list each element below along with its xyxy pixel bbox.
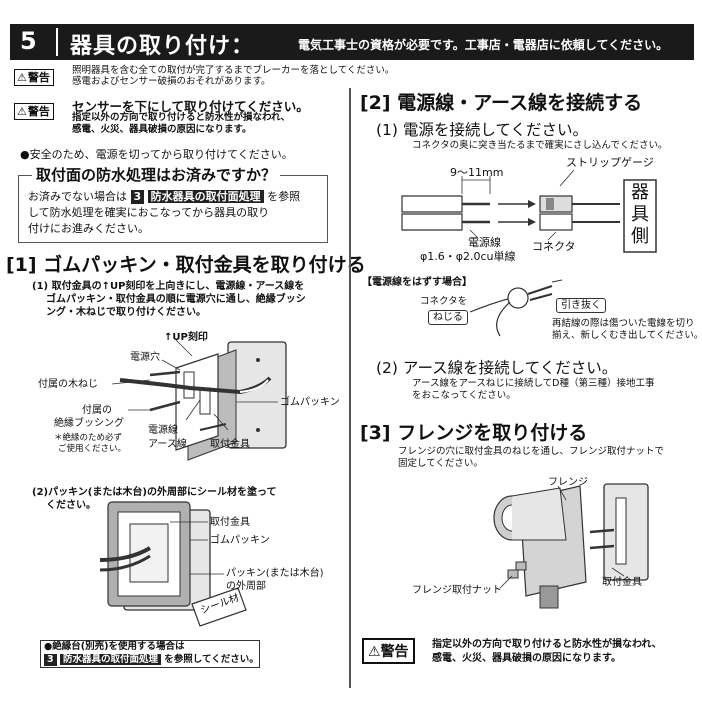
section-1-title: [1] ゴムパッキン・取付金具を取り付ける [6, 254, 366, 276]
section-number: 5 [20, 27, 37, 55]
bushing-label-2: 絶縁ブッシング [54, 418, 124, 429]
bushing-note-2: ご使用ください。 [58, 444, 127, 454]
note-box [40, 640, 260, 668]
flange-diagram [493, 483, 649, 609]
waterproof-title: 取付面の防水処理はお済みですか？ [32, 164, 281, 185]
waterproof-line-3: 付けにお進みください。 [28, 222, 149, 235]
section-2-sub-1: (1) 電源を接続してください。 [376, 121, 588, 139]
flange-line-2: 固定してください。 [398, 458, 483, 469]
twist-label-2: ねじる [428, 310, 468, 325]
warning-1-line-1: 照明器具を含む全ての取付が完了するまでブレーカーを落としてください。 [72, 65, 395, 76]
bracket-label-2: 取付金具 [210, 517, 250, 528]
section-subtitle: 電気工事士の資格が必要です。工事店・電器店に依頼してください。 [298, 38, 669, 52]
flange-line-1: フレンジの穴に取付金具のねじを通し、フレンジ取付ナットで [398, 446, 665, 457]
packing-label-2: ゴムパッキン [210, 535, 270, 546]
pull-label: 引き抜く [556, 298, 606, 313]
wire-label: 電源線 [468, 236, 501, 249]
section-2-title: [2] 電源線・アース線を接続する [360, 92, 643, 114]
section-title: 器具の取り付け： [70, 34, 255, 59]
remove-note-2: 揃え、新しくむき出してください。 [552, 330, 702, 341]
up-mark-label: ↑UP刻印 [164, 332, 208, 343]
ref-number: 3 [130, 190, 145, 204]
bushing-label-1: 付属の [82, 405, 112, 416]
warning-1-line-2: 感電およびセンサー破損のおそれがあります。 [72, 76, 271, 87]
warning-triangle-icon: ⚠ [17, 105, 27, 118]
fixture-side-label: 器 具 側 [631, 182, 649, 247]
step-2-line-1: (2)パッキン(または木台)の外周部にシール材を塗って [32, 487, 277, 498]
length-label: 9～11mm [450, 166, 504, 179]
column-divider [349, 88, 351, 688]
header-divider [56, 28, 58, 56]
waterproof-line-2: して防水処理を確実におこなってから器具の取り [28, 206, 270, 219]
bushing-note-1: ＊絶縁のため必ず [54, 433, 123, 443]
step-1-line-1: (1) 取付金具の↑UP刻印を上向きにし、電源線・アース線を [32, 281, 305, 292]
warning-2-line-2: 感電、火災、器具破損の原因になります。 [72, 124, 252, 135]
note-ref-label[interactable]: 防水器具の取付面処理 [59, 654, 161, 665]
remove-title: 【電源線をはずす場合】 [362, 277, 472, 288]
warning-badge-2: ⚠警告 [14, 100, 54, 120]
earth-line-2: をおこなってください。 [412, 390, 516, 401]
flange-bracket-label: 取付金具 [602, 577, 642, 588]
note-line-1: ●絶縁台(別売)を使用する場合は [44, 641, 185, 652]
power-wire-label: 電源線 [148, 425, 178, 436]
twist-label-1: コネクタを [420, 296, 468, 307]
strip-gauge-label: ストリップゲージ [566, 156, 654, 169]
warning-2-line-1: 指定以外の方向で取り付けると防水性が損なわれ、 [72, 112, 291, 123]
packing-label: ゴムパッキン [280, 397, 340, 408]
warning-triangle-icon: ⚠ [368, 644, 381, 660]
step-1-line-3: ング・木ねじで取り付けください。 [46, 307, 206, 318]
flange-label: フレンジ [548, 477, 588, 488]
waterproof-line-1: お済みでない場合は 3 防水器具の取付面処理 を参照 [28, 190, 301, 204]
outer-label-1: パッキン(または木台) [226, 568, 324, 579]
ref-label[interactable]: 防水器具の取付面処理 [147, 190, 264, 203]
hole-label: 電源穴 [130, 352, 160, 363]
wire-diagram [401, 169, 620, 241]
flange-nut-label: フレンジ取付ナット [412, 585, 502, 596]
section-header: 5 器具の取り付け： 電気工事士の資格が必要です。工事店・電器店に依頼してくださ… [10, 24, 694, 60]
warning-2-title: センサーを下にして取り付けてください。 [72, 99, 309, 114]
bracket-label: 取付金具 [210, 439, 250, 450]
connector-label: コネクタ [532, 240, 576, 253]
bottom-warning-badge: ⚠警告 [362, 638, 415, 664]
earth-wire-label: アース線 [148, 439, 187, 450]
fixture-side-box [623, 179, 657, 253]
step-1-line-2: ゴムパッキン・取付金具の順に電源穴に通し、絶縁ブッシ [46, 294, 306, 305]
step-2-line-2: ください。 [46, 500, 96, 511]
remove-note-1: 再結線の際は傷ついた電線を切り [552, 318, 695, 329]
bottom-warning-line-1: 指定以外の方向で取り付けると防水性が損なわれ、 [432, 639, 662, 650]
warning-badge-1: ⚠警告 [14, 66, 54, 86]
wood-screw-label: 付属の木ねじ [38, 379, 98, 390]
section-2-sub-2: (2) アース線を接続してください。 [376, 359, 618, 377]
section-3-title: [3] フレンジを取り付ける [360, 422, 588, 444]
wire-spec-label: φ1.6・φ2.0cu単線 [420, 250, 516, 263]
warning-triangle-icon: ⚠ [17, 71, 27, 84]
note-line-2: 3 防水器具の取付面処理 を参照してください。 [44, 654, 259, 666]
earth-line-1: アース線をアースねじに接続してD種（第三種）接地工事 [412, 378, 655, 389]
safety-note: ●安全のため、電源を切ってから取り付けてください。 [20, 148, 293, 161]
outer-label-2: の外周部 [226, 581, 266, 592]
section-2-sub-1-desc: コネクタの奥に突き当たるまで確実にさし込んでください。 [412, 140, 668, 151]
bottom-warning-line-2: 感電、火災、器具破損の原因になります。 [432, 653, 621, 664]
